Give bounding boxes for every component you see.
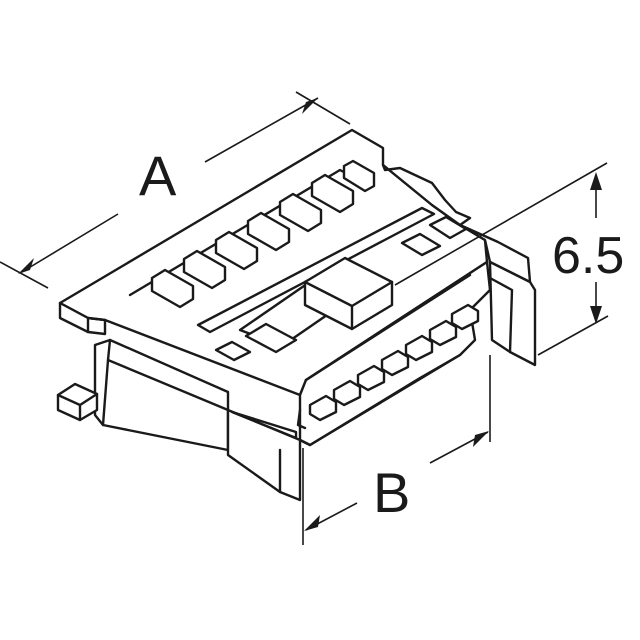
dimension-b-label: B	[373, 461, 411, 524]
front-contact-row	[296, 260, 492, 447]
latch-block	[238, 256, 394, 354]
dimension-a-label: A	[139, 144, 177, 207]
side-wall	[226, 408, 302, 502]
dimension-a	[0, 91, 351, 289]
dimension-height-label: 6.5	[552, 227, 625, 285]
center-rib	[196, 206, 436, 334]
mounting-peg	[56, 382, 99, 422]
dimension-height	[394, 162, 609, 356]
dimension-b	[302, 355, 491, 545]
rear-wall	[381, 163, 537, 367]
top-cavity-row	[128, 159, 376, 309]
